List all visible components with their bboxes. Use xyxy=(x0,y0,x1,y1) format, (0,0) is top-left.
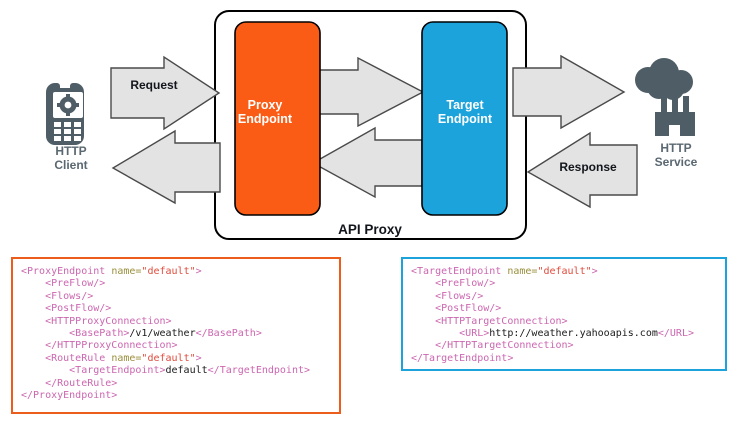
code-token: <HTTPTargetConnection> xyxy=(411,315,568,327)
request-arrow-label: Request xyxy=(130,78,178,92)
code-token: name= xyxy=(111,352,142,364)
code-line: </RouteRule> xyxy=(21,378,331,390)
api-proxy-diagram xyxy=(46,10,695,240)
response-arrow-label: Response xyxy=(559,160,617,174)
target-to-service-arrow xyxy=(512,54,626,130)
cloud-factory-icon xyxy=(635,58,695,136)
code-line: <HTTPTargetConnection> xyxy=(411,316,717,328)
code-token: </URL> xyxy=(657,328,694,340)
code-line: </TargetEndpoint> xyxy=(411,353,717,365)
code-token: http://weather.yahooapis.com xyxy=(489,328,658,340)
api-proxy-title: API Proxy xyxy=(338,222,402,237)
code-line: <TargetEndpoint>default</TargetEndpoint> xyxy=(21,365,331,377)
code-line: </HTTPTargetConnection> xyxy=(411,340,717,352)
code-token: </RouteRule> xyxy=(21,377,118,389)
code-line: <HTTPProxyConnection> xyxy=(21,316,331,328)
code-line: <URL>http://weather.yahooapis.com</URL> xyxy=(411,328,717,340)
code-token: "default" xyxy=(141,266,196,277)
code-line: <RouteRule name="default"> xyxy=(21,353,331,365)
code-token: "default" xyxy=(141,352,196,364)
code-token: </HTTPProxyConnection> xyxy=(21,340,178,352)
code-token: <TargetEndpoint> xyxy=(21,365,166,377)
code-line: <PreFlow/> xyxy=(21,278,331,290)
code-line: <BasePath>/v1/weather</BasePath> xyxy=(21,328,331,340)
http-client-caption: HTTP Client xyxy=(54,144,88,172)
code-token: <PostFlow/> xyxy=(21,303,112,315)
request-arrow xyxy=(110,55,221,131)
target-endpoint-box[interactable] xyxy=(421,21,508,216)
code-token: <TargetEndpoint xyxy=(411,266,508,277)
code-token: <Flows/> xyxy=(411,290,484,302)
code-token: <RouteRule xyxy=(21,352,112,364)
code-token: </ProxyEndpoint> xyxy=(21,390,118,402)
code-line: <PostFlow/> xyxy=(21,303,331,315)
code-line: <PreFlow/> xyxy=(411,278,717,290)
code-token: <PreFlow/> xyxy=(411,278,496,290)
code-line: <Flows/> xyxy=(411,291,717,303)
code-token: <HTTPProxyConnection> xyxy=(21,315,172,327)
code-token: <URL> xyxy=(411,328,490,340)
code-token: > xyxy=(195,266,202,277)
http-service-caption: HTTP Service xyxy=(654,141,698,169)
target-endpoint-code-block[interactable]: <TargetEndpoint name="default"> <PreFlow… xyxy=(401,257,727,371)
code-token: default xyxy=(165,365,208,377)
mobile-phone-icon xyxy=(46,83,84,145)
code-token: <Flows/> xyxy=(21,290,94,302)
code-token: <BasePath> xyxy=(21,328,130,340)
service-to-target-arrow xyxy=(526,131,638,209)
code-token: </TargetEndpoint> xyxy=(207,365,311,377)
code-line: <PostFlow/> xyxy=(411,303,717,315)
code-token: name= xyxy=(507,266,538,277)
code-line: <Flows/> xyxy=(21,291,331,303)
proxy-to-client-arrow xyxy=(111,129,221,205)
code-token: </TargetEndpoint> xyxy=(411,352,514,364)
code-token: "default" xyxy=(537,266,592,277)
code-line: <ProxyEndpoint name="default"> xyxy=(21,266,331,278)
code-token: <PostFlow/> xyxy=(411,303,502,315)
code-token: <PreFlow/> xyxy=(21,278,106,290)
code-line: </HTTPProxyConnection> xyxy=(21,340,331,352)
code-token: name= xyxy=(111,266,142,277)
code-token: > xyxy=(591,266,598,277)
target-to-proxy-arrow xyxy=(311,126,423,199)
code-token: /v1/weather xyxy=(129,328,196,340)
proxy-endpoint-code-block[interactable]: <ProxyEndpoint name="default"> <PreFlow/… xyxy=(11,257,341,414)
code-token: <ProxyEndpoint xyxy=(21,266,112,277)
code-token: </HTTPTargetConnection> xyxy=(411,340,574,352)
code-line: </ProxyEndpoint> xyxy=(21,390,331,402)
proxy-endpoint-box[interactable] xyxy=(234,21,321,216)
code-token: </BasePath> xyxy=(195,328,262,340)
code-token: > xyxy=(195,352,202,364)
code-line: <TargetEndpoint name="default"> xyxy=(411,266,717,278)
